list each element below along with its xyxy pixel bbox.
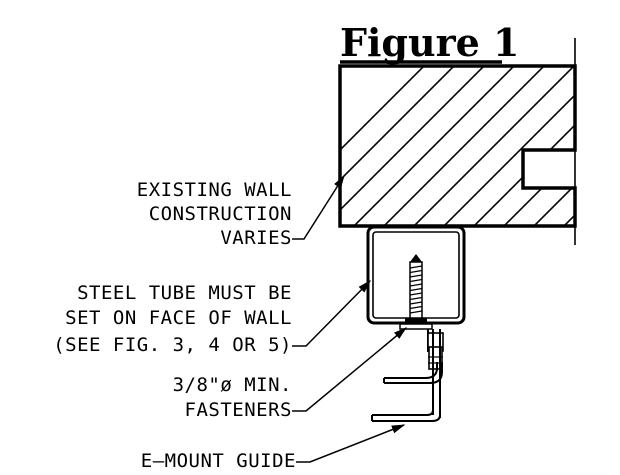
leader-fasteners (292, 327, 408, 412)
screw-thread (409, 287, 423, 292)
hatch-line (519, 66, 575, 226)
hatch-line (369, 66, 561, 226)
label-fasteners-line-2: FASTENERS (185, 399, 292, 421)
label-fasteners-line-1: 3/8"ø MIN. (173, 374, 292, 396)
label-existing-wall: EXISTING WALL CONSTRUCTION VARIES (137, 179, 292, 249)
existing-wall-outline (338, 64, 577, 228)
e-mount-guide (371, 329, 444, 422)
leader-wall (292, 174, 345, 240)
figure-title: Figure 1 (340, 20, 519, 65)
leader-steel-tube (292, 280, 371, 347)
screw-thread (409, 278, 423, 283)
wall-hatching (340, 50, 620, 240)
label-steel-tube: STEEL TUBE MUST BE SET ON FACE OF WALL (… (53, 282, 292, 356)
label-tube-line-3: (SEE FIG. 3, 4 OR 5) (53, 334, 292, 356)
screw-thread (409, 305, 423, 310)
screw-thread (409, 301, 423, 305)
label-wall-line-2: CONSTRUCTION (149, 203, 292, 225)
hatch-line (340, 66, 441, 226)
hatch-line (459, 66, 575, 226)
label-tube-line-2: SET ON FACE OF WALL (65, 307, 292, 329)
screw-thread (409, 296, 423, 301)
label-e-mount-guide: E—MOUNT GUIDE (141, 450, 296, 472)
hatch-line (399, 66, 575, 226)
label-wall-line-3: VARIES (220, 227, 292, 249)
label-wall-line-1: EXISTING WALL (137, 179, 292, 201)
screw-thread (409, 269, 423, 274)
screw-thread (409, 292, 423, 296)
hatch-line (580, 50, 620, 240)
hatch-line (489, 66, 575, 226)
hatch-line (340, 66, 471, 226)
screw-thread (409, 274, 423, 278)
screw-thread (409, 310, 423, 314)
hatch-line (340, 66, 531, 226)
leader-e-mount-guide (296, 424, 406, 463)
screw-thread (409, 283, 423, 287)
label-tube-line-1: STEEL TUBE MUST BE (77, 282, 292, 304)
hatch-line (429, 66, 575, 226)
label-fasteners: 3/8"ø MIN. FASTENERS (173, 374, 292, 421)
screw-thread (409, 265, 423, 269)
hatch-line (610, 50, 620, 240)
lag-screw (399, 254, 433, 330)
